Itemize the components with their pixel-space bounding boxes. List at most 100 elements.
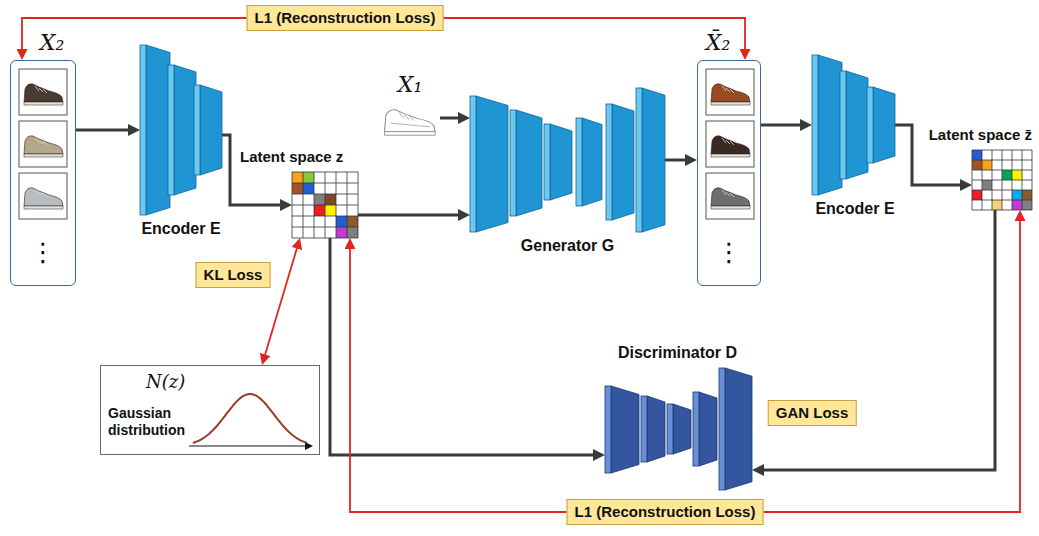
shoe-laces <box>35 190 47 197</box>
slab-side <box>818 55 842 195</box>
grid-line <box>347 172 348 238</box>
slab-side <box>582 118 602 206</box>
slab-side <box>612 104 634 220</box>
grid-cell <box>292 172 303 183</box>
grid-cell <box>1002 170 1012 180</box>
node-shape <box>140 45 222 215</box>
layer-slab <box>719 368 752 490</box>
flow-arrow <box>330 238 598 455</box>
node-shape <box>605 368 752 490</box>
loss-tag: L1 (Reconstruction Loss) <box>567 499 764 525</box>
loss-connector <box>350 217 1020 512</box>
shoe-photo <box>706 121 754 167</box>
shoe-sketch <box>385 110 436 135</box>
shoe-sole <box>24 154 63 157</box>
layer-slab <box>168 65 196 195</box>
ellipsis-mark: ⋮ <box>30 237 56 267</box>
grid-cell <box>972 190 982 200</box>
grid-line <box>292 216 358 217</box>
generator-block: Generator G <box>470 88 665 260</box>
grid-cell <box>303 172 314 183</box>
flow-arrow <box>665 159 690 162</box>
slab-side <box>174 65 196 195</box>
flow-arrow <box>761 124 805 127</box>
slab-front <box>470 96 476 232</box>
slab-front <box>693 392 699 466</box>
grid-cell <box>292 183 303 194</box>
photo-frame <box>19 121 67 167</box>
shoe-sole <box>24 206 63 209</box>
grid-cell <box>1022 200 1032 210</box>
node-label: Latent space z̄ <box>916 126 1032 144</box>
loss-tag: GAN Loss <box>768 400 857 426</box>
layer-slab <box>605 386 639 473</box>
layer-slab <box>641 396 665 462</box>
latent-grid: Latent space z <box>236 148 360 240</box>
grid-cell <box>1012 190 1022 200</box>
grid-cell <box>972 150 982 160</box>
node-label: N(z) <box>146 371 206 393</box>
slab-side <box>476 96 508 232</box>
node-label: Encoder E <box>130 219 232 238</box>
layer-slab <box>812 55 842 195</box>
node-label: Encoder E <box>800 199 910 218</box>
slab-side <box>611 386 639 473</box>
layer-slab <box>544 124 572 200</box>
latent-grid: Latent space z̄ <box>916 126 1032 212</box>
layer-slab <box>576 118 602 206</box>
sketch-sole <box>385 132 436 136</box>
grid-cell <box>325 194 336 205</box>
grid-cell <box>1012 170 1022 180</box>
slab-front <box>544 124 550 200</box>
slab-side <box>146 45 170 215</box>
grid-cell <box>347 216 358 227</box>
shape-graphic <box>470 88 665 232</box>
gaussian-box: N(z)Gaussian distribution <box>100 365 320 455</box>
flow-arrow <box>76 129 133 132</box>
shape-graphic <box>380 102 440 136</box>
node-label: Generator G <box>470 236 665 255</box>
shape-graphic <box>812 55 895 195</box>
grid-line <box>1032 150 1033 210</box>
node-label: Latent space z <box>240 148 352 166</box>
slab-front <box>510 110 516 216</box>
shoe-laces <box>722 190 734 197</box>
slab-side <box>873 87 895 163</box>
loss-tag: L1 (Reconstruction Loss) <box>247 5 444 31</box>
shoe-body <box>24 188 63 206</box>
grid-cell <box>325 205 336 216</box>
grid-cell <box>347 227 358 238</box>
grid-line <box>358 172 359 238</box>
grid-line <box>292 227 358 228</box>
shoe-sole <box>711 102 750 105</box>
axis-line <box>189 445 307 446</box>
encoder-block: Encoder E <box>800 55 910 220</box>
shoe-laces <box>722 138 734 145</box>
node-label: X₂ <box>34 30 70 56</box>
layer-slab <box>636 88 665 232</box>
grid-cell <box>982 180 992 190</box>
sketch-outline <box>385 110 436 132</box>
slab-front <box>140 45 146 215</box>
slab-front <box>840 71 846 179</box>
shape-graphic <box>605 368 752 490</box>
grid-cell <box>972 160 982 170</box>
slab-front <box>606 104 612 220</box>
layer-slab <box>693 392 717 466</box>
layer-slab <box>606 104 634 220</box>
slab-front <box>168 65 174 195</box>
shoe-laces <box>35 86 47 93</box>
slab-side <box>516 110 542 216</box>
grid-line <box>1012 150 1013 210</box>
flow-arrow <box>222 135 285 205</box>
slab-side <box>725 368 752 490</box>
node-shape <box>292 172 358 238</box>
slab-front <box>636 88 642 232</box>
grid-cell <box>314 194 325 205</box>
node-shape <box>812 55 895 195</box>
grid-line <box>972 210 1032 211</box>
shoe-laces <box>35 138 47 145</box>
node-label: Discriminator D <box>600 343 755 362</box>
slab-front <box>605 386 611 473</box>
